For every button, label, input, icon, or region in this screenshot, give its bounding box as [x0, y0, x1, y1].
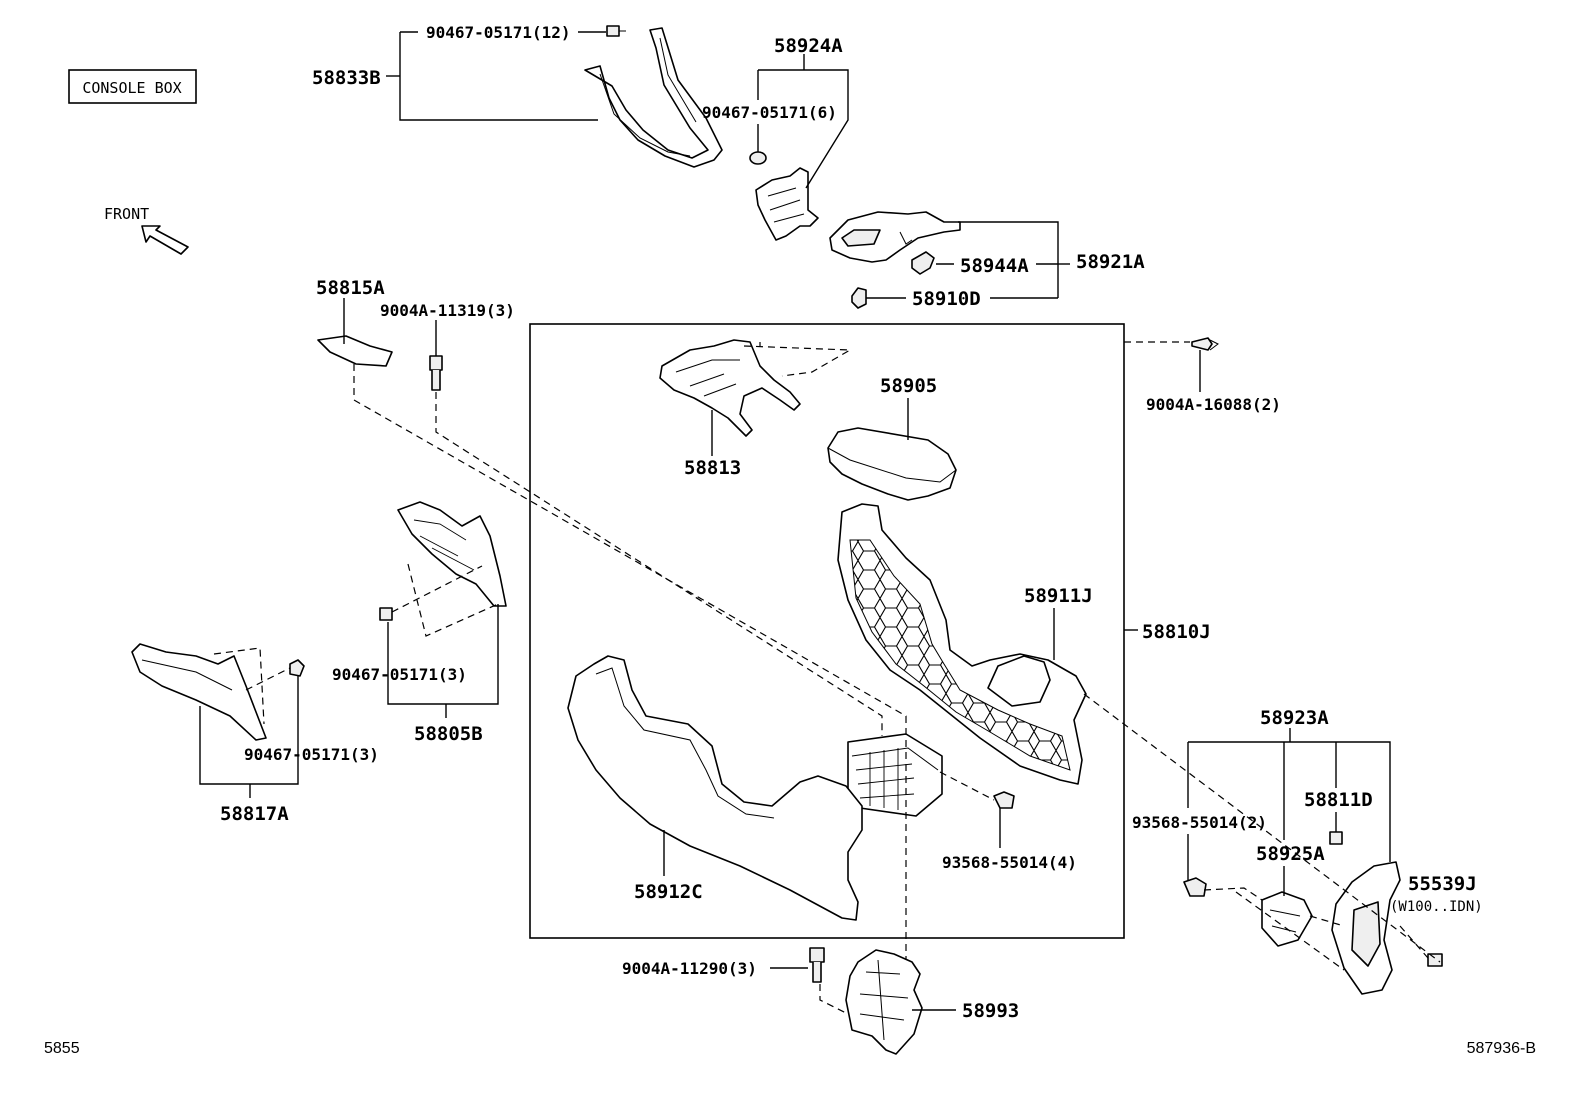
clip-55539J [1427, 953, 1443, 967]
front-arrow-icon [141, 225, 189, 255]
part-58905 [827, 427, 957, 501]
part-58924A [755, 167, 819, 241]
storage-tray [847, 733, 943, 817]
part-58805B [397, 501, 507, 607]
label-9004A-16088: 9004A-16088(2) [1146, 395, 1281, 414]
label-58813: 58813 [684, 457, 741, 479]
title-box-text: CONSOLE BOX [82, 79, 181, 97]
clip-90467-05171-3a [379, 607, 393, 621]
part-58833B [584, 27, 723, 168]
part-55539J [1331, 861, 1401, 995]
part-58944A [911, 251, 935, 275]
part-58921A [829, 211, 961, 263]
label-58815A: 58815A [316, 277, 385, 299]
label-58810J: 58810J [1142, 621, 1211, 643]
label-58910D: 58910D [912, 288, 981, 310]
label-55539J: 55539J [1408, 873, 1477, 895]
label-58921A: 58921A [1076, 251, 1145, 273]
screw-9004A-16088 [1191, 337, 1219, 351]
part-58993 [845, 949, 923, 1055]
part-labels: 90467-05171(12) 58833B 58924A 90467-0517… [220, 23, 1483, 1022]
bolt-9004A-11290 [809, 947, 825, 983]
screw-93568-55014-4 [993, 791, 1015, 809]
label-55539J-note: (W100..IDN) [1390, 899, 1483, 915]
label-9004A-11319: 9004A-11319(3) [380, 301, 515, 320]
main-assembly-box [529, 323, 1125, 939]
label-90467-05171-12: 90467-05171(12) [426, 23, 571, 42]
label-58911J: 58911J [1024, 585, 1093, 607]
label-93568-55014-4: 93568-55014(4) [942, 853, 1077, 872]
clip-90467-05171-12 [606, 25, 626, 37]
front-indicator: FRONT [104, 205, 189, 255]
label-58924A: 58924A [774, 35, 843, 57]
part-58817A [131, 643, 267, 741]
title-box: CONSOLE BOX [68, 69, 197, 104]
label-58925A: 58925A [1256, 843, 1325, 865]
clip-90467-05171-3b [289, 659, 305, 677]
leader-lines [199, 31, 1391, 1011]
part-58925A [1261, 891, 1313, 947]
screw-93568-55014-2 [1183, 877, 1207, 897]
bolt-9004A-11319 [429, 355, 443, 391]
label-58944A: 58944A [960, 255, 1029, 277]
label-58833B: 58833B [312, 67, 381, 89]
clip-58811D [1329, 831, 1343, 845]
part-58815A [317, 335, 393, 367]
front-label: FRONT [104, 205, 149, 223]
part-58911J [837, 503, 1087, 785]
assembly-dashed-lines [213, 341, 1441, 1015]
label-58811D: 58811D [1304, 789, 1373, 811]
label-58993: 58993 [962, 1000, 1019, 1022]
label-58912C: 58912C [634, 881, 703, 903]
label-58923A: 58923A [1260, 707, 1329, 729]
footer-right: 587936-B [1467, 1040, 1536, 1057]
part-58910D [851, 287, 867, 309]
label-90467-05171-3a: 90467-05171(3) [332, 665, 467, 684]
label-58905: 58905 [880, 375, 937, 397]
label-93568-55014-2: 93568-55014(2) [1132, 813, 1267, 832]
label-90467-05171-3b: 90467-05171(3) [244, 745, 379, 764]
part-58813 [659, 339, 801, 437]
label-9004A-11290: 9004A-11290(3) [622, 959, 757, 978]
label-90467-05171-6: 90467-05171(6) [702, 103, 837, 122]
label-58817A: 58817A [220, 803, 289, 825]
part-58912C [567, 655, 863, 921]
label-58805B: 58805B [414, 723, 483, 745]
clip-90467-05171-6 [749, 151, 767, 165]
footer-left: 5855 [44, 1040, 80, 1057]
